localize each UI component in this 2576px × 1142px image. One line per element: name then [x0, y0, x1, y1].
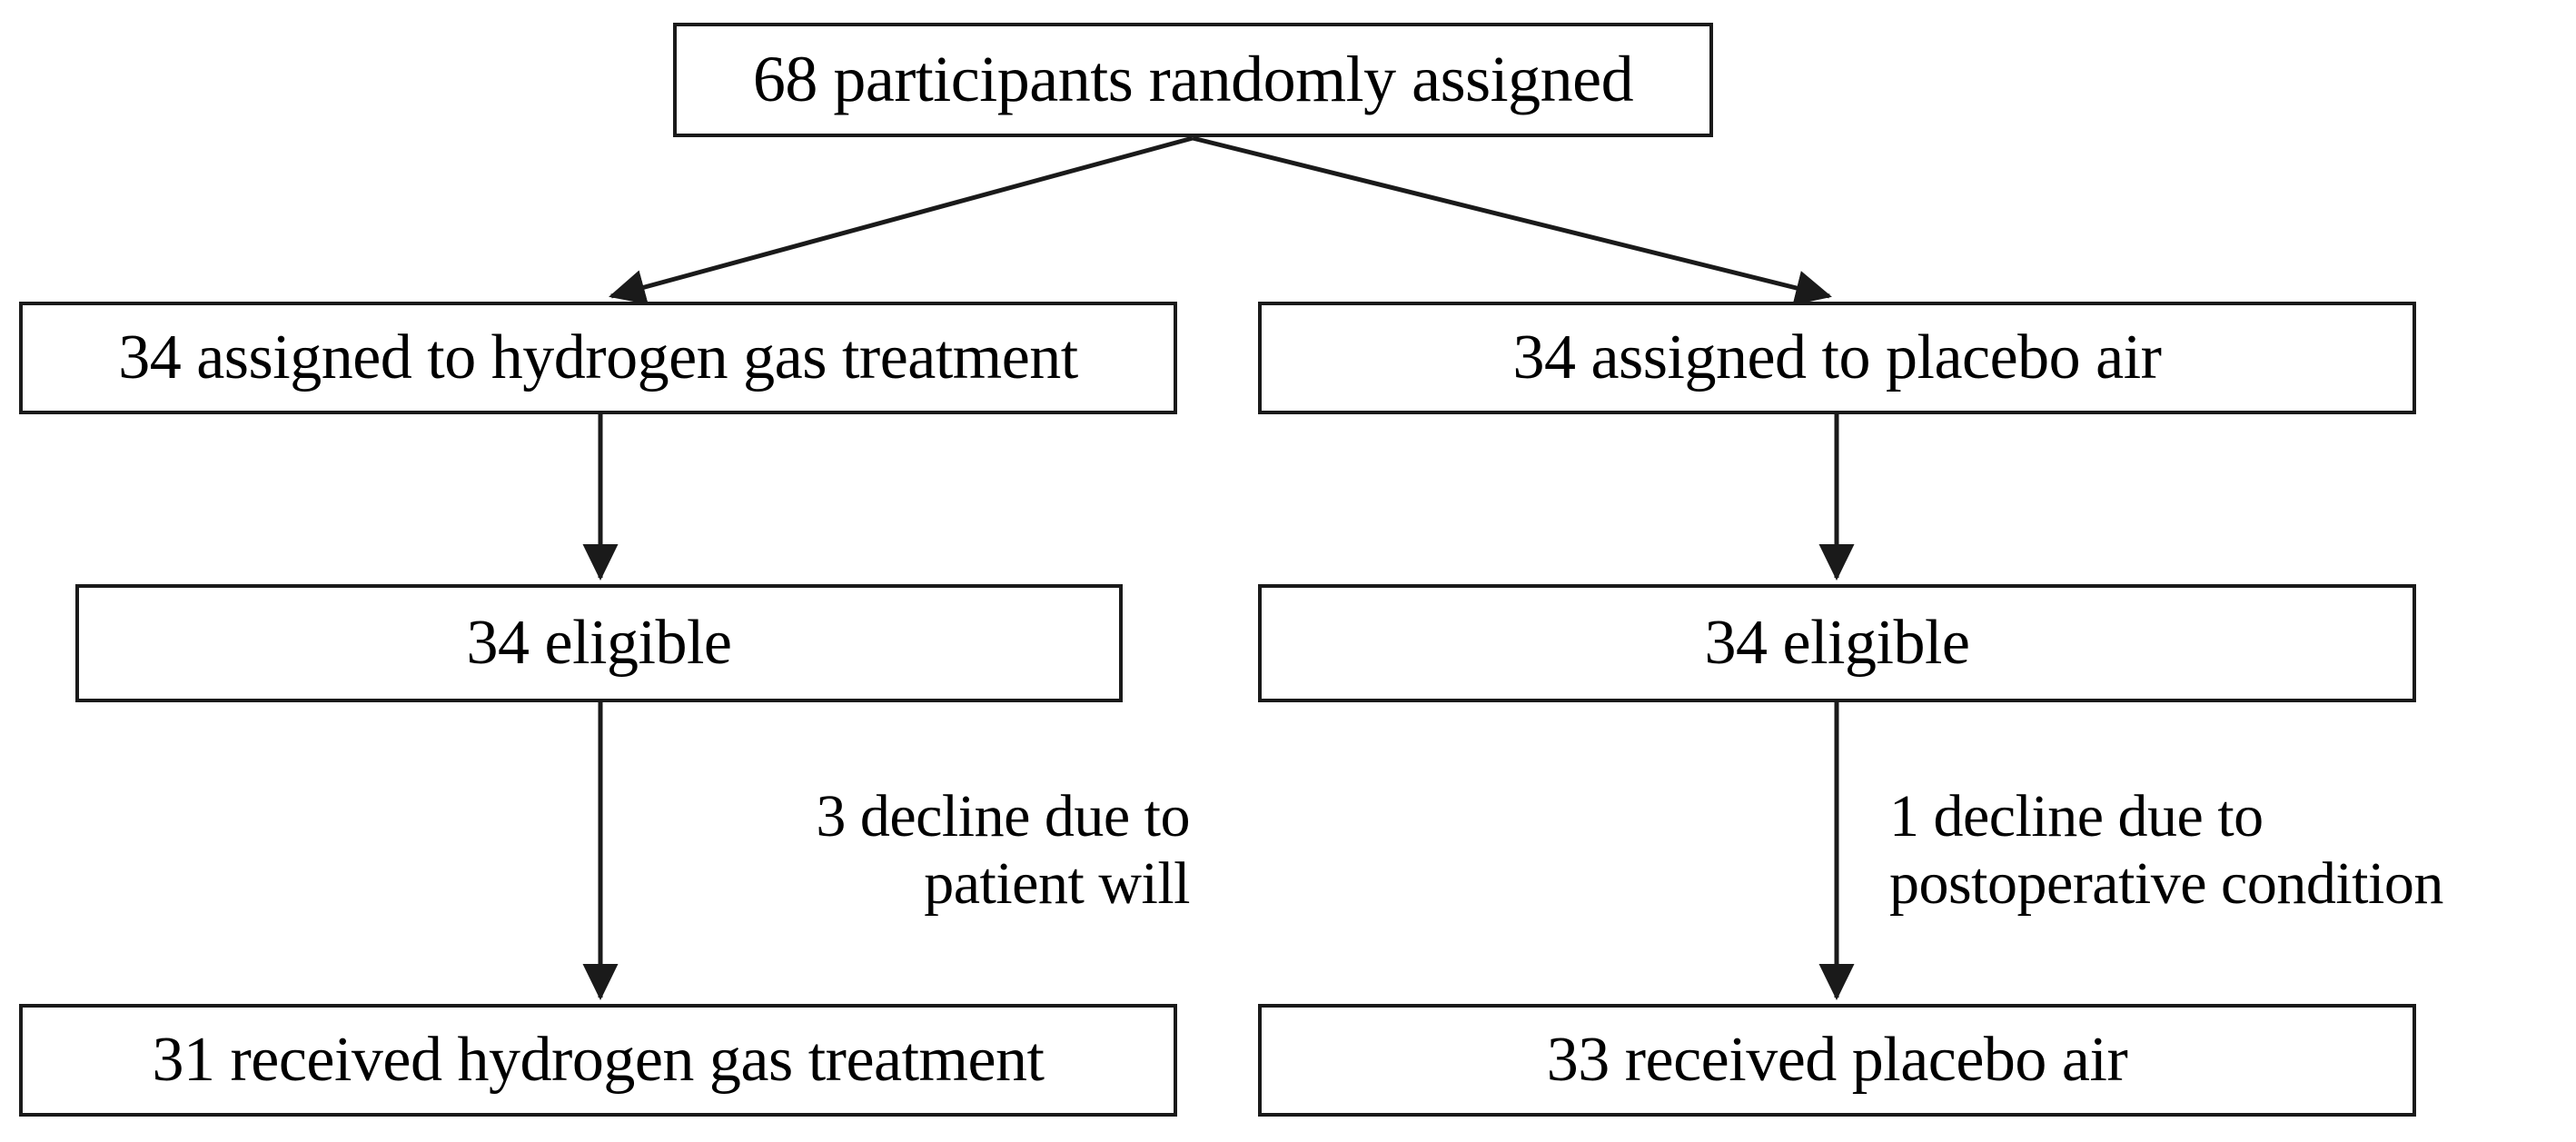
node-enrollment: 68 participants randomly assigned	[673, 23, 1713, 137]
node-eligible-right-label: 34 eligible	[1704, 608, 1970, 679]
node-received-left: 31 received hydrogen gas treatment	[19, 1004, 1177, 1117]
node-eligible-left-label: 34 eligible	[466, 608, 732, 679]
node-allocation-left-label: 34 assigned to hydrogen gas treatment	[118, 323, 1078, 393]
edge-enrollment-to-allocation-right	[1192, 135, 1832, 306]
node-received-right-label: 33 received placebo air	[1546, 1025, 2128, 1096]
node-received-right: 33 received placebo air	[1258, 1004, 2416, 1117]
annotation-exclusion-right: 1 decline due to postoperative condition	[1889, 783, 2443, 917]
node-allocation-right-label: 34 assigned to placebo air	[1512, 323, 2162, 393]
node-allocation-left: 34 assigned to hydrogen gas treatment	[19, 302, 1177, 414]
node-allocation-right: 34 assigned to placebo air	[1258, 302, 2416, 414]
annotation-exclusion-left: 3 decline due to patient will	[816, 783, 1190, 917]
node-enrollment-label: 68 participants randomly assigned	[752, 43, 1634, 116]
edge-enrollment-to-allocation-left	[609, 135, 1194, 305]
node-eligible-right: 34 eligible	[1258, 584, 2416, 702]
node-eligible-left: 34 eligible	[75, 584, 1123, 702]
node-received-left-label: 31 received hydrogen gas treatment	[152, 1025, 1045, 1096]
